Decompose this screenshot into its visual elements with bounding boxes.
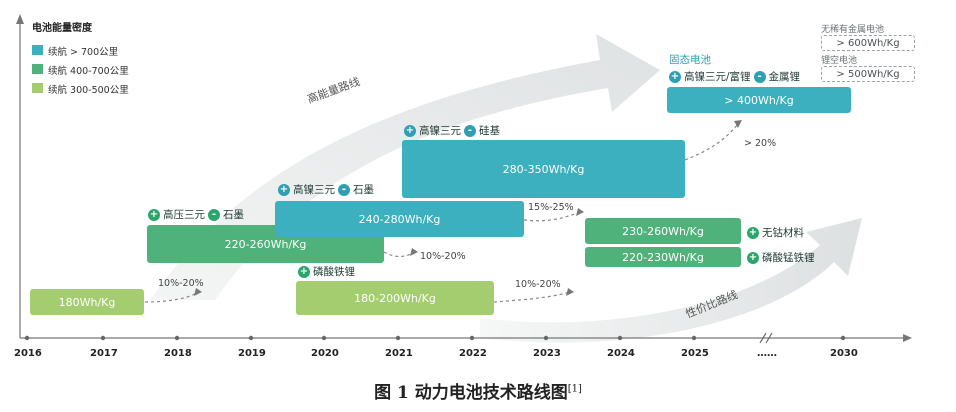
year-label: 2018 [164,348,192,359]
year-label: 2025 [681,348,709,359]
tag-text: 金属锂 [768,71,801,83]
legend-swatch-lime [32,83,43,93]
tag-lfp: + 磷酸铁锂 [298,264,355,279]
box-220-230: 220-230Wh/Kg [585,247,741,267]
tag-text: 高镍三元 [419,125,461,137]
box-180: 180Wh/Kg [30,289,144,315]
box-280-350: 280-350Wh/Kg [402,140,685,198]
legend-label-green: 续航 400-700公里 [48,66,129,77]
pct-label-1: 10%-20% [158,278,204,289]
plus-icon: + [404,124,416,137]
x-axis-arrowhead [903,334,912,342]
plus-icon: + [298,265,310,278]
tag-text: 无钴材料 [762,227,804,239]
connectors [144,123,739,303]
pct-label-2: 10%-20% [420,251,466,262]
year-label: 2020 [311,348,339,359]
tag-lmfp: + 磷酸锰铁锂 [747,250,815,265]
future-label-rare-metal-free: 无稀有金属电池 [821,25,885,35]
year-label: 2016 [14,348,42,359]
tag-high-nickel-graphite: + 高镍三元 - 石墨 [278,182,374,197]
legend-swatch-green [32,64,43,74]
year-label-ellipsis: …… [757,348,777,359]
future-value-500: > 500Wh/Kg [821,66,915,82]
year-label: 2023 [533,348,561,359]
year-label: 2024 [607,348,635,359]
caption-ref: [1] [567,383,582,395]
axis-break [759,332,773,344]
tag-cobalt-free: + 无钴材料 [747,225,804,240]
year-label: 2019 [238,348,266,359]
box-230-260: 230-260Wh/Kg [585,218,741,244]
tag-solid-state-materials: + 高镍三元/富锂 - 金属锂 [669,69,800,84]
pct-label-5: > 20% [744,138,777,149]
minus-icon: - [338,183,350,196]
tag-text: 硅基 [479,125,500,137]
pct-label-4: 10%-20% [515,279,561,290]
future-label-lithium-air: 锂空电池 [821,56,858,66]
connector-arrowheads [194,120,742,296]
tag-text: 高镍三元/富锂 [684,71,751,83]
cost-performance-arrow [480,218,862,343]
tag-high-voltage-ncm-graphite: + 高压三元 - 石墨 [148,207,244,222]
year-label: 2022 [459,348,487,359]
x-axis-ticks [24,335,846,341]
minus-icon: - [464,124,476,137]
year-label: 2021 [385,348,413,359]
future-value-600: > 600Wh/Kg [821,35,915,51]
pct-label-3: 15%-25% [528,202,574,213]
legend-label-lime: 续航 300-500公里 [48,85,129,96]
box-400: > 400Wh/Kg [667,87,851,113]
box-240-280: 240-280Wh/Kg [275,201,524,237]
tag-text: 石墨 [223,209,244,221]
year-label: 2030 [830,348,858,359]
plus-icon: + [278,183,290,196]
minus-icon: - [753,70,766,83]
figure-caption: 图 1 动力电池技术路线图[1] [0,378,956,403]
plus-icon: + [747,226,759,239]
box-180-200: 180-200Wh/Kg [296,281,494,315]
high-energy-arrow [150,34,660,300]
caption-title: 图 1 动力电池技术路线图 [374,383,568,403]
year-label: 2017 [90,348,118,359]
plus-icon: + [747,251,759,264]
tag-text: 高镍三元 [293,184,335,196]
plus-icon: + [669,70,681,83]
y-axis-title: 电池能量密度 [32,23,92,34]
tag-text: 固态电池 [669,54,711,66]
legend-swatch-teal [32,45,43,55]
minus-icon: - [208,208,220,221]
solid-state-title: 固态电池 [669,52,711,67]
tag-high-nickel-silicon: + 高镍三元 - 硅基 [404,123,500,138]
plus-icon: + [148,208,160,221]
legend-label-teal: 续航 > 700公里 [48,47,119,58]
box-220-260-2018: 220-260Wh/Kg [147,225,384,263]
tag-text: 磷酸铁锂 [313,266,355,278]
y-axis-arrowhead [16,14,24,24]
tag-text: 磷酸锰铁锂 [762,252,815,264]
tag-text: 高压三元 [163,209,205,221]
tag-text: 石墨 [353,184,374,196]
